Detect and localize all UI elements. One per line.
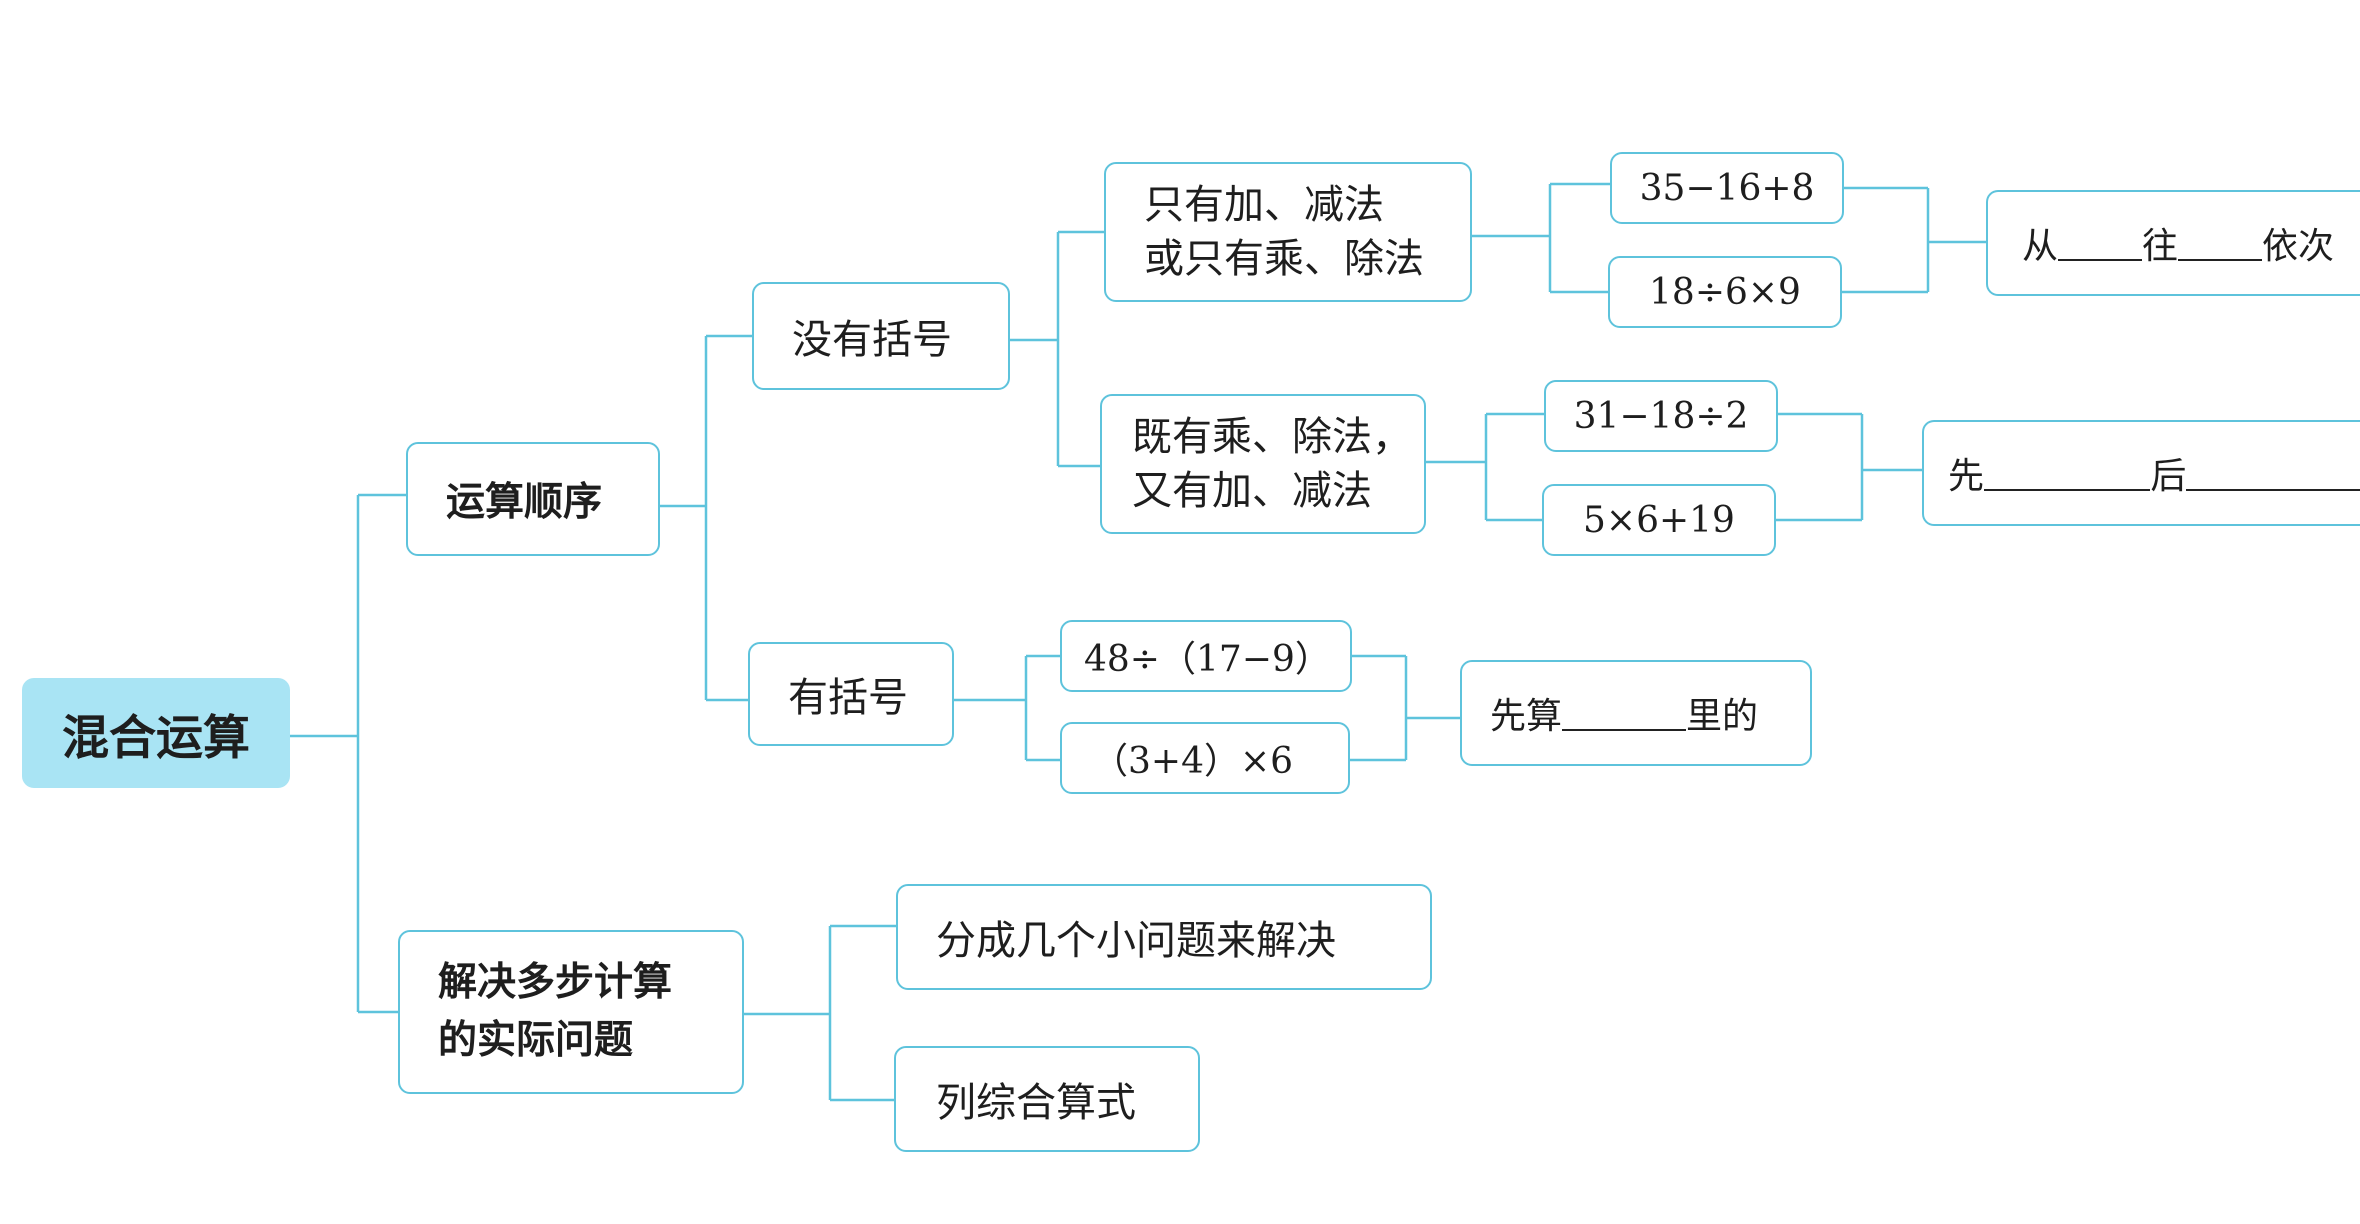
rule-same-from: 从 bbox=[2022, 226, 2059, 267]
case-same-line2: 或只有乘、除法 bbox=[1144, 236, 1424, 282]
order-label: 运算顺序 bbox=[446, 480, 603, 525]
order-node: 运算顺序 bbox=[406, 442, 660, 556]
no-brackets-label: 没有括号 bbox=[792, 317, 952, 363]
example-mixed-1-text: 31−18÷2 bbox=[1573, 395, 1749, 437]
rule-brackets-first: 先算 bbox=[1490, 696, 1563, 737]
rule-brackets-node: 先算 里的 bbox=[1460, 660, 1812, 766]
rule-mixed-node: 先 后 bbox=[1922, 420, 2360, 526]
example-mixed-2-text: 5×6+19 bbox=[1583, 499, 1735, 541]
connector-case-mixed bbox=[1426, 412, 1546, 522]
rule-same-sequence: 依次 bbox=[2262, 226, 2335, 267]
rule-mixed-blank-2 bbox=[2186, 455, 2360, 491]
connector-brackets-rule bbox=[1350, 654, 1460, 762]
connector-same-rule bbox=[1842, 186, 1986, 294]
method-split-text: 分成几个小问题来解决 bbox=[936, 918, 1336, 964]
case-mixed-line1: 既有乘、除法， bbox=[1132, 414, 1412, 460]
example-mixed-2: 5×6+19 bbox=[1542, 484, 1776, 556]
rule-same-level-node: 从 往 依次 bbox=[1986, 190, 2360, 296]
connector-with-brackets bbox=[954, 654, 1060, 762]
method-formula-node: 列综合算式 bbox=[894, 1046, 1200, 1152]
rule-brackets-blank bbox=[1562, 695, 1687, 731]
connector-root bbox=[290, 493, 408, 1014]
example-same-2-text: 18÷6×9 bbox=[1649, 271, 1801, 313]
case-mixed-line2: 又有加、减法 bbox=[1132, 468, 1372, 514]
example-same-1-text: 35−16+8 bbox=[1639, 167, 1815, 209]
connector-order bbox=[658, 334, 752, 702]
with-brackets-node: 有括号 bbox=[748, 642, 954, 746]
rule-same-to: 往 bbox=[2142, 226, 2179, 267]
connector-no-brackets bbox=[1010, 230, 1104, 468]
rule-same-blank-1 bbox=[2058, 225, 2143, 261]
problems-line1: 解决多步计算 bbox=[438, 960, 673, 1005]
connector-case-same bbox=[1472, 182, 1610, 294]
root-node: 混合运算 bbox=[22, 678, 290, 788]
method-formula-text: 列综合算式 bbox=[936, 1080, 1136, 1126]
example-brackets-2: （3+4）×6 bbox=[1060, 722, 1350, 794]
rule-brackets-inside: 里的 bbox=[1686, 696, 1759, 737]
no-brackets-node: 没有括号 bbox=[752, 282, 1010, 390]
case-same-line1: 只有加、减法 bbox=[1144, 182, 1384, 228]
with-brackets-label: 有括号 bbox=[788, 675, 908, 721]
problems-line2: 的实际问题 bbox=[438, 1018, 634, 1063]
example-brackets-1-text: 48÷（17−9） bbox=[1084, 639, 1331, 680]
example-brackets-1: 48÷（17−9） bbox=[1060, 620, 1352, 692]
case-mixed-node: 既有乘、除法， 又有加、减法 bbox=[1100, 394, 1426, 534]
example-brackets-2-text: （3+4）×6 bbox=[1092, 741, 1294, 782]
rule-mixed-then: 后 bbox=[2150, 456, 2187, 497]
rule-mixed-first: 先 bbox=[1948, 456, 1985, 497]
root-label: 混合运算 bbox=[62, 710, 250, 766]
case-same-level-node: 只有加、减法 或只有乘、除法 bbox=[1104, 162, 1472, 302]
example-same-1: 35−16+8 bbox=[1610, 152, 1844, 224]
rule-mixed-blank-1 bbox=[1984, 455, 2151, 491]
example-mixed-1: 31−18÷2 bbox=[1544, 380, 1778, 452]
connector-mixed-rule bbox=[1776, 412, 1922, 522]
connector-problems bbox=[742, 924, 896, 1102]
method-split-node: 分成几个小问题来解决 bbox=[896, 884, 1432, 990]
problems-node: 解决多步计算 的实际问题 bbox=[398, 930, 744, 1094]
example-same-2: 18÷6×9 bbox=[1608, 256, 1842, 328]
rule-same-blank-2 bbox=[2178, 225, 2263, 261]
